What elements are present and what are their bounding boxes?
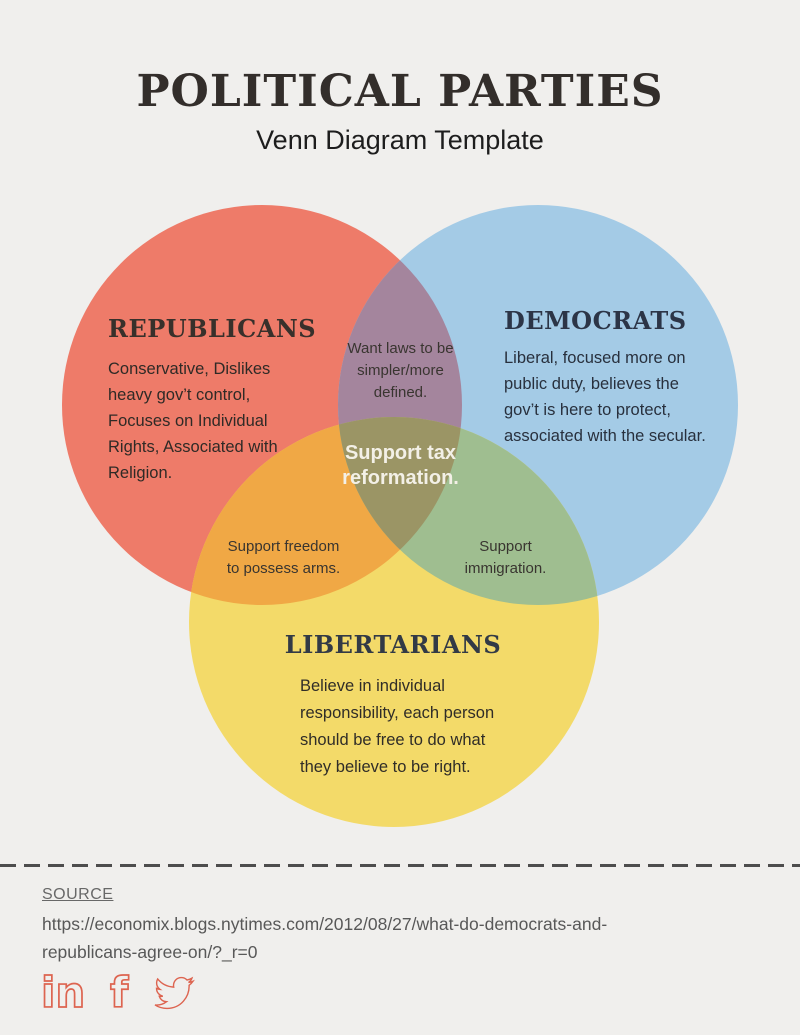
source-url[interactable]: https://economix.blogs.nytimes.com/2012/… (42, 914, 608, 962)
dashed-divider (0, 864, 800, 867)
libertarians-description: Believe in individual responsibility, ea… (300, 677, 495, 776)
source-label: SOURCE (42, 886, 114, 903)
democrats-description: Liberal, focused more on public duty, be… (504, 349, 706, 445)
democrats-section: DEMOCRATS Liberal, focused more on publi… (504, 306, 739, 449)
overlap-democrats-libertarians (338, 417, 599, 605)
linkedin-icon[interactable]: in (40, 974, 88, 1012)
label-republicans-democrats: Want laws to be simpler/more defined. (347, 340, 454, 401)
overlap-republicans-libertarians (189, 417, 462, 605)
label-democrats-libertarians: Support immigration. (464, 538, 547, 577)
label-all-three: Support tax reformation. (342, 442, 459, 489)
facebook-icon[interactable]: f (108, 974, 132, 1012)
social-icons: in f (40, 974, 196, 1012)
label-republicans-libertarians: Support freedom to possess arms. (226, 538, 341, 577)
libertarians-heading: LIBERTARIANS (284, 630, 502, 659)
page-title: POLITICAL PARTIES (136, 66, 664, 117)
page-subtitle: Venn Diagram Template (256, 125, 544, 155)
republicans-heading: REPUBLICANS (108, 314, 317, 343)
democrats-heading: DEMOCRATS (504, 306, 687, 335)
republicans-section: REPUBLICANS Conservative, Dislikes heavy… (108, 314, 318, 486)
twitter-icon[interactable] (152, 974, 196, 1012)
republicans-description: Conservative, Dislikes heavy gov’t contr… (108, 360, 278, 482)
svg-text:f: f (110, 974, 129, 1012)
svg-text:in: in (41, 974, 85, 1012)
